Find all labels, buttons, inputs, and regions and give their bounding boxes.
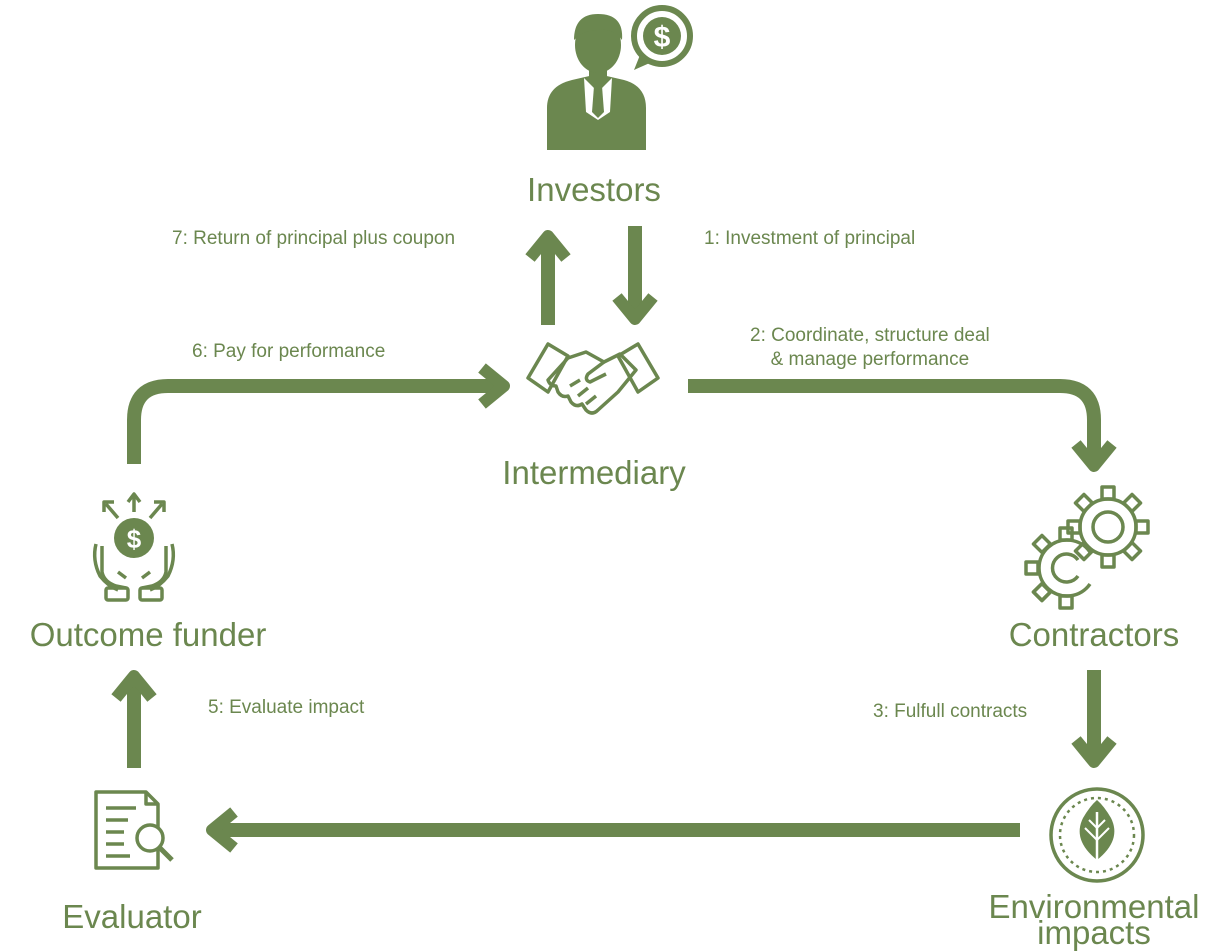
arrow-investment-down xyxy=(612,226,658,325)
outcome-funder-label: Outcome funder xyxy=(29,616,267,653)
contractors-label: Contractors xyxy=(1008,616,1180,653)
arrow-return-up xyxy=(525,230,571,325)
step-3-label: 3: Fulfull contracts xyxy=(873,701,1028,722)
arrow-to-contractors xyxy=(688,379,1117,472)
step-5-label: 5: Evaluate impact xyxy=(208,697,365,718)
step-2-label-line1: 2: Coordinate, structure deal xyxy=(750,325,990,346)
environmental-label: Environmental impacts xyxy=(972,888,1216,951)
step-2-label: 2: Coordinate, structure deal & manage p… xyxy=(750,324,990,372)
arrow-to-evaluator xyxy=(206,807,1020,853)
svg-text:$: $ xyxy=(127,524,142,554)
document-search-icon xyxy=(94,790,174,870)
investors-label: Investors xyxy=(527,171,661,208)
leaf-icon xyxy=(1049,787,1145,883)
step-6-label: 6: Pay for performance xyxy=(192,341,386,362)
svg-text:$: $ xyxy=(654,21,671,54)
intermediary-label: Intermediary xyxy=(502,454,686,491)
step-7-label: 7: Return of principal plus coupon xyxy=(172,228,456,249)
evaluator-label: Evaluator xyxy=(62,898,202,935)
arrow-to-environmental xyxy=(1071,670,1117,768)
environmental-label-line1: Environmental xyxy=(988,888,1200,925)
handshake-icon xyxy=(526,342,660,415)
hands-money-icon: $ xyxy=(92,492,176,602)
step-2-label-line2: & manage performance xyxy=(770,348,970,370)
arrow-to-outcome-funder xyxy=(111,670,157,768)
gears-icon xyxy=(1024,485,1150,610)
environmental-label-line2: impacts xyxy=(1037,914,1151,951)
step-1-label: 1: Investment of principal xyxy=(704,228,916,249)
arrow-pay-for-performance xyxy=(127,363,510,464)
businessman-dollar-icon: $ xyxy=(547,5,693,150)
